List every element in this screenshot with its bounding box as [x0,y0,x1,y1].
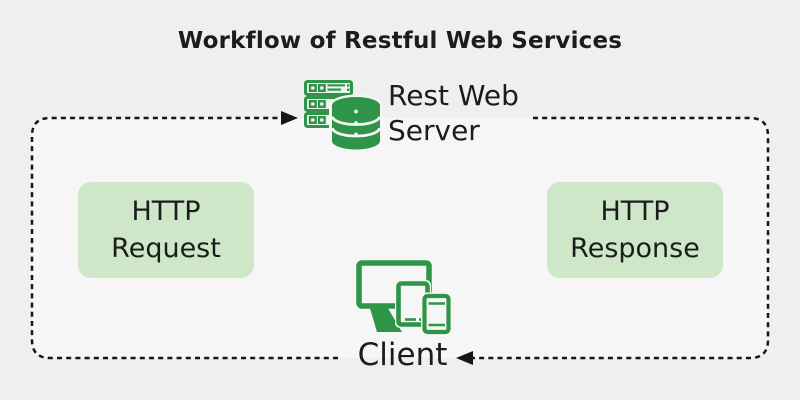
request-arrow [30,111,338,360]
http-request-line1: HTTP [131,196,201,227]
arrowhead-left-icon [456,351,473,365]
server-label-line2: Server [388,114,480,147]
server-label-line1: Rest Web [388,79,519,112]
client-label: Client [357,337,448,373]
server-database-icon [304,80,382,152]
client-node: Client [320,254,485,372]
server-label: Rest Web Server [388,78,608,148]
page-title: Workflow of Restful Web Services [177,28,623,54]
http-response-box: HTTP Response [547,182,723,278]
response-arrow [456,116,770,365]
arrowhead-right-icon [281,111,298,125]
devices-icon [355,260,452,336]
http-request-box: HTTP Request [78,182,254,278]
http-response-line1: HTTP [600,196,670,227]
http-request-line2: Request [111,233,221,264]
http-response-line2: Response [570,233,700,264]
